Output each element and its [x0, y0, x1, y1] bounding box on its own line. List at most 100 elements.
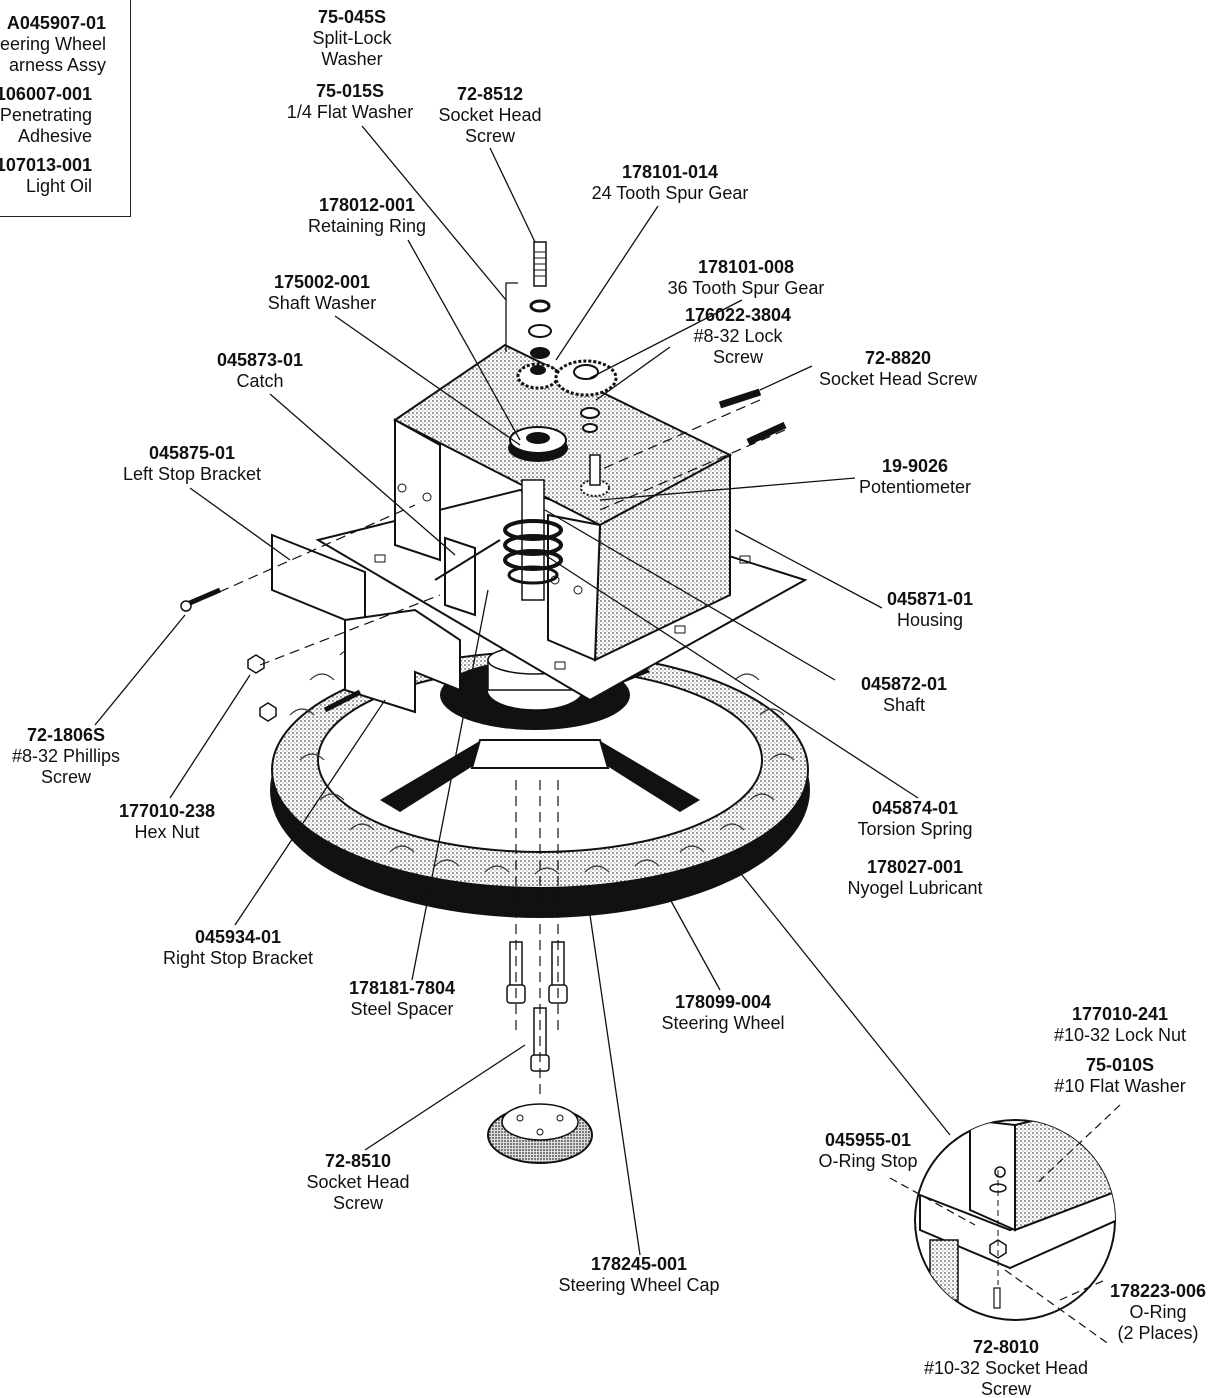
part-description: 1/4 Flat Washer: [286, 102, 414, 122]
part-description: #8-32 Lock: [693, 326, 783, 346]
part-description: Catch: [236, 371, 284, 391]
part-number: 72-8010: [972, 1337, 1040, 1357]
part-number: 178099-004: [674, 992, 772, 1012]
part-description: Potentiometer: [858, 477, 972, 497]
part-description: Screw: [332, 1193, 383, 1213]
legend-part-number: A045907-01: [6, 13, 106, 33]
part-number: 045875-01: [148, 443, 236, 463]
part-number: 045874-01: [871, 798, 959, 818]
callout-lock-nut: 177010-241#10-32 Lock Nut: [1054, 1004, 1186, 1046]
part-number: 177010-238: [118, 801, 216, 821]
part-number: 178245-001: [590, 1254, 688, 1274]
part-number: 72-8820: [864, 348, 932, 368]
part-number: 178181-7804: [348, 978, 456, 998]
legend-entry: 106007-001 Penetrating Adhesive: [0, 84, 92, 147]
gears-drawing: [508, 241, 618, 497]
part-number: 045955-01: [824, 1130, 912, 1150]
detail-leader-lines: [889, 1104, 1121, 1346]
part-description: O-Ring Stop: [818, 1151, 918, 1171]
part-number: 045873-01: [216, 350, 304, 370]
part-number: 72-8510: [324, 1151, 392, 1171]
part-description: Screw: [40, 767, 91, 787]
part-description: #8-32 Phillips: [11, 746, 121, 766]
part-description: 24 Tooth Spur Gear: [591, 183, 749, 203]
part-number: 178027-001: [866, 857, 964, 877]
part-number: 178101-008: [697, 257, 795, 277]
part-number: 178223-006: [1109, 1281, 1207, 1301]
legend-description: Adhesive: [17, 126, 92, 146]
part-number: 75-045S: [317, 7, 387, 27]
part-description: Steering Wheel: [661, 1013, 785, 1033]
part-description: Screw: [980, 1379, 1032, 1398]
legend-part-number: 106007-001: [0, 84, 92, 104]
part-description: Housing: [896, 610, 964, 630]
legend-description: arness Assy: [8, 55, 106, 75]
o-ring-detail-inset: [914, 1119, 1116, 1321]
part-description: Screw: [464, 126, 515, 146]
legend-description: eering Wheel: [0, 34, 106, 54]
part-description: Socket Head: [438, 105, 542, 125]
legend-part-number: 107013-001: [0, 155, 92, 175]
part-description: Socket Head Screw: [818, 369, 978, 389]
part-number: 178012-001: [318, 195, 416, 215]
part-description: 36 Tooth Spur Gear: [667, 278, 825, 298]
part-description: Right Stop Bracket: [162, 948, 314, 968]
legend-description: Penetrating: [0, 105, 92, 125]
part-number: 72-1806S: [26, 725, 106, 745]
part-number: 72-8512: [456, 84, 524, 104]
part-description: (2 Places): [1117, 1323, 1199, 1343]
part-number: 045872-01: [860, 674, 948, 694]
part-description: Steel Spacer: [350, 999, 454, 1019]
part-description: Split-Lock: [312, 28, 392, 48]
part-description: Socket Head: [306, 1172, 410, 1192]
part-description: #10 Flat Washer: [1054, 1076, 1186, 1096]
leader-lines: [94, 125, 951, 1256]
legend-entry: 107013-001 Light Oil: [0, 155, 92, 197]
part-number: 178101-014: [621, 162, 719, 182]
part-description: Torsion Spring: [857, 819, 973, 839]
part-description: #10-32 Lock Nut: [1053, 1025, 1187, 1045]
part-description: Nyogel Lubricant: [847, 878, 983, 898]
part-description: Washer: [321, 49, 383, 69]
part-description: Screw: [712, 347, 764, 367]
part-description: Hex Nut: [134, 822, 200, 842]
part-description: Shaft Washer: [267, 293, 377, 313]
part-description: #10-32 Socket Head: [923, 1358, 1089, 1378]
part-number: 176022-3804: [684, 305, 792, 325]
center-lines: [189, 399, 786, 1100]
part-number: 175002-001: [273, 272, 371, 292]
parts-legend-box: [0, 0, 131, 217]
part-number: 75-010S: [1085, 1055, 1155, 1075]
part-description: Shaft: [882, 695, 926, 715]
part-description: Steering Wheel Cap: [558, 1275, 720, 1295]
part-description: O-Ring: [1129, 1302, 1187, 1322]
legend-description: Light Oil: [25, 176, 92, 196]
part-number: 045871-01: [886, 589, 974, 609]
